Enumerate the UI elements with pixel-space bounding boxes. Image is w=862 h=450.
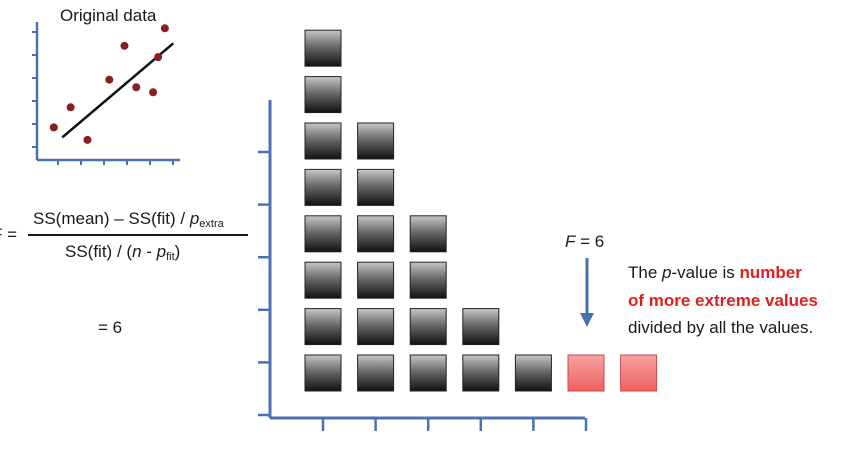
value-box <box>409 308 447 346</box>
expl-post: -value is <box>671 263 740 282</box>
value-box <box>357 215 395 253</box>
scatter-point <box>49 123 58 132</box>
formula-numerator: SS(mean) – SS(fit) / pextra <box>33 209 224 230</box>
value-box <box>357 354 395 392</box>
f-marker-label: F = 6 <box>565 232 604 252</box>
scatter-point <box>83 135 92 144</box>
denominator-sub: fit <box>166 251 175 263</box>
scatter-point <box>66 103 75 112</box>
value-box <box>357 261 395 299</box>
f-marker-var: F <box>565 232 576 251</box>
value-box <box>409 261 447 299</box>
value-box <box>304 354 342 392</box>
value-box <box>357 308 395 346</box>
value-box <box>304 215 342 253</box>
scatter-point <box>132 83 141 92</box>
value-box <box>304 76 342 114</box>
down-arrow-icon <box>580 258 594 327</box>
value-box <box>304 308 342 346</box>
numerator-sub: extra <box>199 218 224 230</box>
value-box <box>304 29 342 67</box>
value-box <box>357 122 395 160</box>
scatter-x-ticks <box>57 160 174 165</box>
value-box <box>357 168 395 206</box>
scatter-point <box>120 41 129 50</box>
value-box <box>462 354 500 392</box>
value-box <box>514 354 552 392</box>
formula-result: = 6 <box>98 318 123 337</box>
scatter-title: Original data <box>60 6 157 25</box>
scatter-point <box>105 75 114 84</box>
explanation-line-2: of more extreme values <box>628 291 818 310</box>
scatter-points <box>49 24 169 144</box>
denominator-n: n <box>132 242 142 261</box>
extreme-value-box <box>620 354 658 392</box>
denominator-post: ) <box>174 242 181 261</box>
scatter-y-ticks <box>32 31 37 148</box>
expl-var: p <box>662 263 672 282</box>
denominator-pre: SS(fit) / ( <box>65 242 133 261</box>
scatter-plot <box>32 22 180 165</box>
expl-pre: The <box>628 263 663 282</box>
expl-red-1: number <box>739 263 802 282</box>
scatter-point <box>154 53 163 62</box>
f-marker-rest: = 6 <box>575 232 605 251</box>
value-box <box>304 122 342 160</box>
scatter-point <box>160 24 169 33</box>
value-box <box>409 354 447 392</box>
numerator-var: p <box>189 209 200 228</box>
value-box <box>409 215 447 253</box>
denominator-p: p <box>156 242 167 261</box>
value-box <box>462 308 500 346</box>
explanation-line-1: The p-value is number <box>628 263 802 283</box>
scatter-point <box>149 88 158 97</box>
value-box <box>304 261 342 299</box>
formula-denominator: SS(fit) / (n - pfit) <box>65 242 180 263</box>
formula-lhs: F = <box>0 225 18 244</box>
explanation-line-3: divided by all the values. <box>628 318 814 337</box>
denominator-mid: - <box>141 242 157 261</box>
value-box <box>304 168 342 206</box>
fraction-bar <box>28 234 248 236</box>
extreme-value-box <box>567 354 605 392</box>
numerator-text: SS(mean) – SS(fit) / <box>33 209 190 228</box>
histogram <box>258 29 658 431</box>
